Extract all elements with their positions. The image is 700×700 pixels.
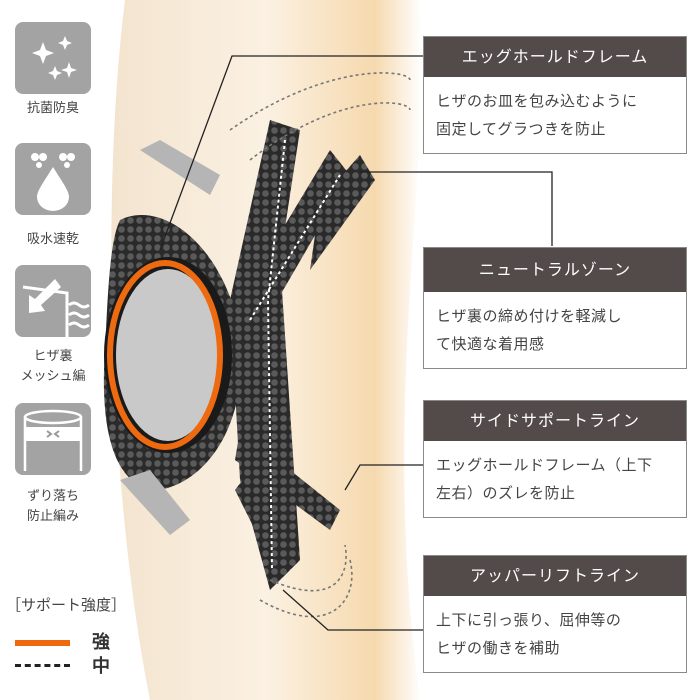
callout-text: 上下に引っ張り、屈伸等の: [436, 611, 622, 629]
water-drop-icon: [15, 143, 91, 215]
legend-strong-line: [15, 640, 70, 646]
sparkle-icon: [15, 22, 91, 94]
feature-label-line: 防止編み: [26, 509, 79, 524]
feature-label: ヒザ裏メッシュ編: [0, 347, 106, 387]
callout-text: 固定してグラつきを防止: [436, 120, 607, 138]
callout-text: ヒザの働きを補助: [436, 639, 561, 657]
feature-label-line: メッシュ編: [20, 369, 86, 384]
callout-title: ニュートラルゾーン: [424, 248, 686, 292]
callout-text: ヒザのお皿を包み込むように: [436, 92, 638, 110]
callout-upper-lift-line: アッパーリフトライン 上下に引っ張り、屈伸等のヒザの働きを補助: [423, 555, 687, 673]
band-grip-icon: [15, 403, 91, 475]
callout-text: 左右）のズレを防止: [436, 484, 576, 502]
feature-label: 吸水速乾: [26, 232, 79, 247]
callout-title: アッパーリフトライン: [424, 556, 686, 596]
callout-text: エッグホールドフレーム（上下: [436, 456, 653, 474]
feature-label-line: ヒザ裏: [33, 349, 73, 364]
egg-hold-frame-ring: [107, 260, 223, 450]
callout-text: て快適な着用感: [436, 335, 545, 353]
callout-title: エッグホールドフレーム: [424, 37, 686, 77]
legend-medium-line: [15, 664, 70, 667]
callout-egg-hold-frame: エッグホールドフレーム ヒザのお皿を包み込むように固定してグラつきを防止: [423, 36, 687, 154]
legend-medium-label: 中: [92, 656, 110, 677]
callout-side-support-line: サイドサポートライン エッグホールドフレーム（上下左右）のズレを防止: [423, 400, 687, 518]
legend-title: ［サポート強度］: [6, 596, 127, 614]
callout-neutral-zone: ニュートラルゾーン ヒザ裏の締め付けを軽減して快適な着用感: [423, 247, 687, 369]
feature-label-line: ずり落ち: [26, 489, 79, 504]
mesh-airflow-icon: [15, 265, 91, 337]
legend-strong-label: 強: [92, 632, 110, 653]
feature-label: ずり落ち防止編み: [0, 487, 106, 527]
callout-text: ヒザ裏の締め付けを軽減し: [436, 307, 623, 325]
callout-title: サイドサポートライン: [424, 401, 686, 441]
feature-label: 抗菌防臭: [26, 101, 79, 116]
